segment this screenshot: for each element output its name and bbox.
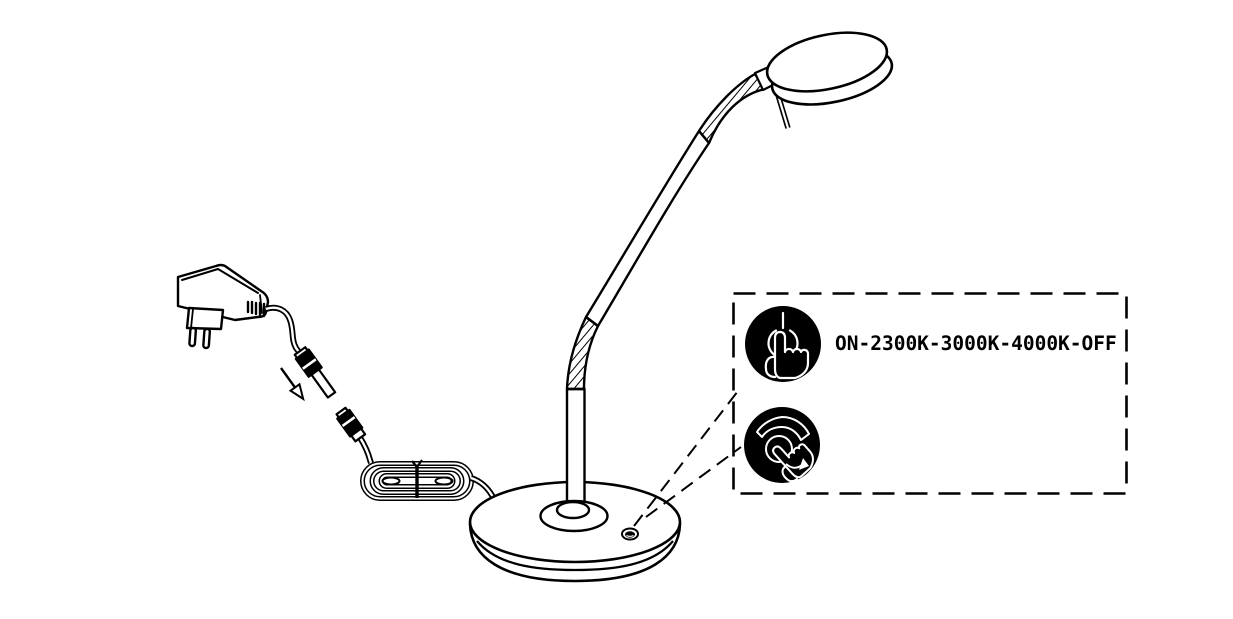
adapter-plug-pins xyxy=(188,326,212,350)
power-adapter xyxy=(176,263,270,350)
lamp-head xyxy=(753,31,894,129)
adapter-cable xyxy=(265,304,302,354)
cable-coil xyxy=(360,459,474,501)
touch-hold-cycle-icon xyxy=(744,407,820,483)
leader-lines xyxy=(633,390,742,527)
base-collar xyxy=(539,499,609,533)
insertion-arrow-icon xyxy=(280,367,305,402)
dc-socket-female xyxy=(335,406,374,464)
strain-relief xyxy=(246,300,266,318)
instruction-callout-box: ON-2300K-3000K-4000K-OFF xyxy=(732,292,1128,495)
dc-plug-male xyxy=(293,346,337,399)
tap-power-icon xyxy=(745,306,821,382)
mode-sequence-label: ON-2300K-3000K-4000K-OFF xyxy=(835,332,1117,355)
touch-button xyxy=(621,527,639,541)
gooseneck-arm xyxy=(565,72,767,513)
cable-tie xyxy=(411,459,423,498)
